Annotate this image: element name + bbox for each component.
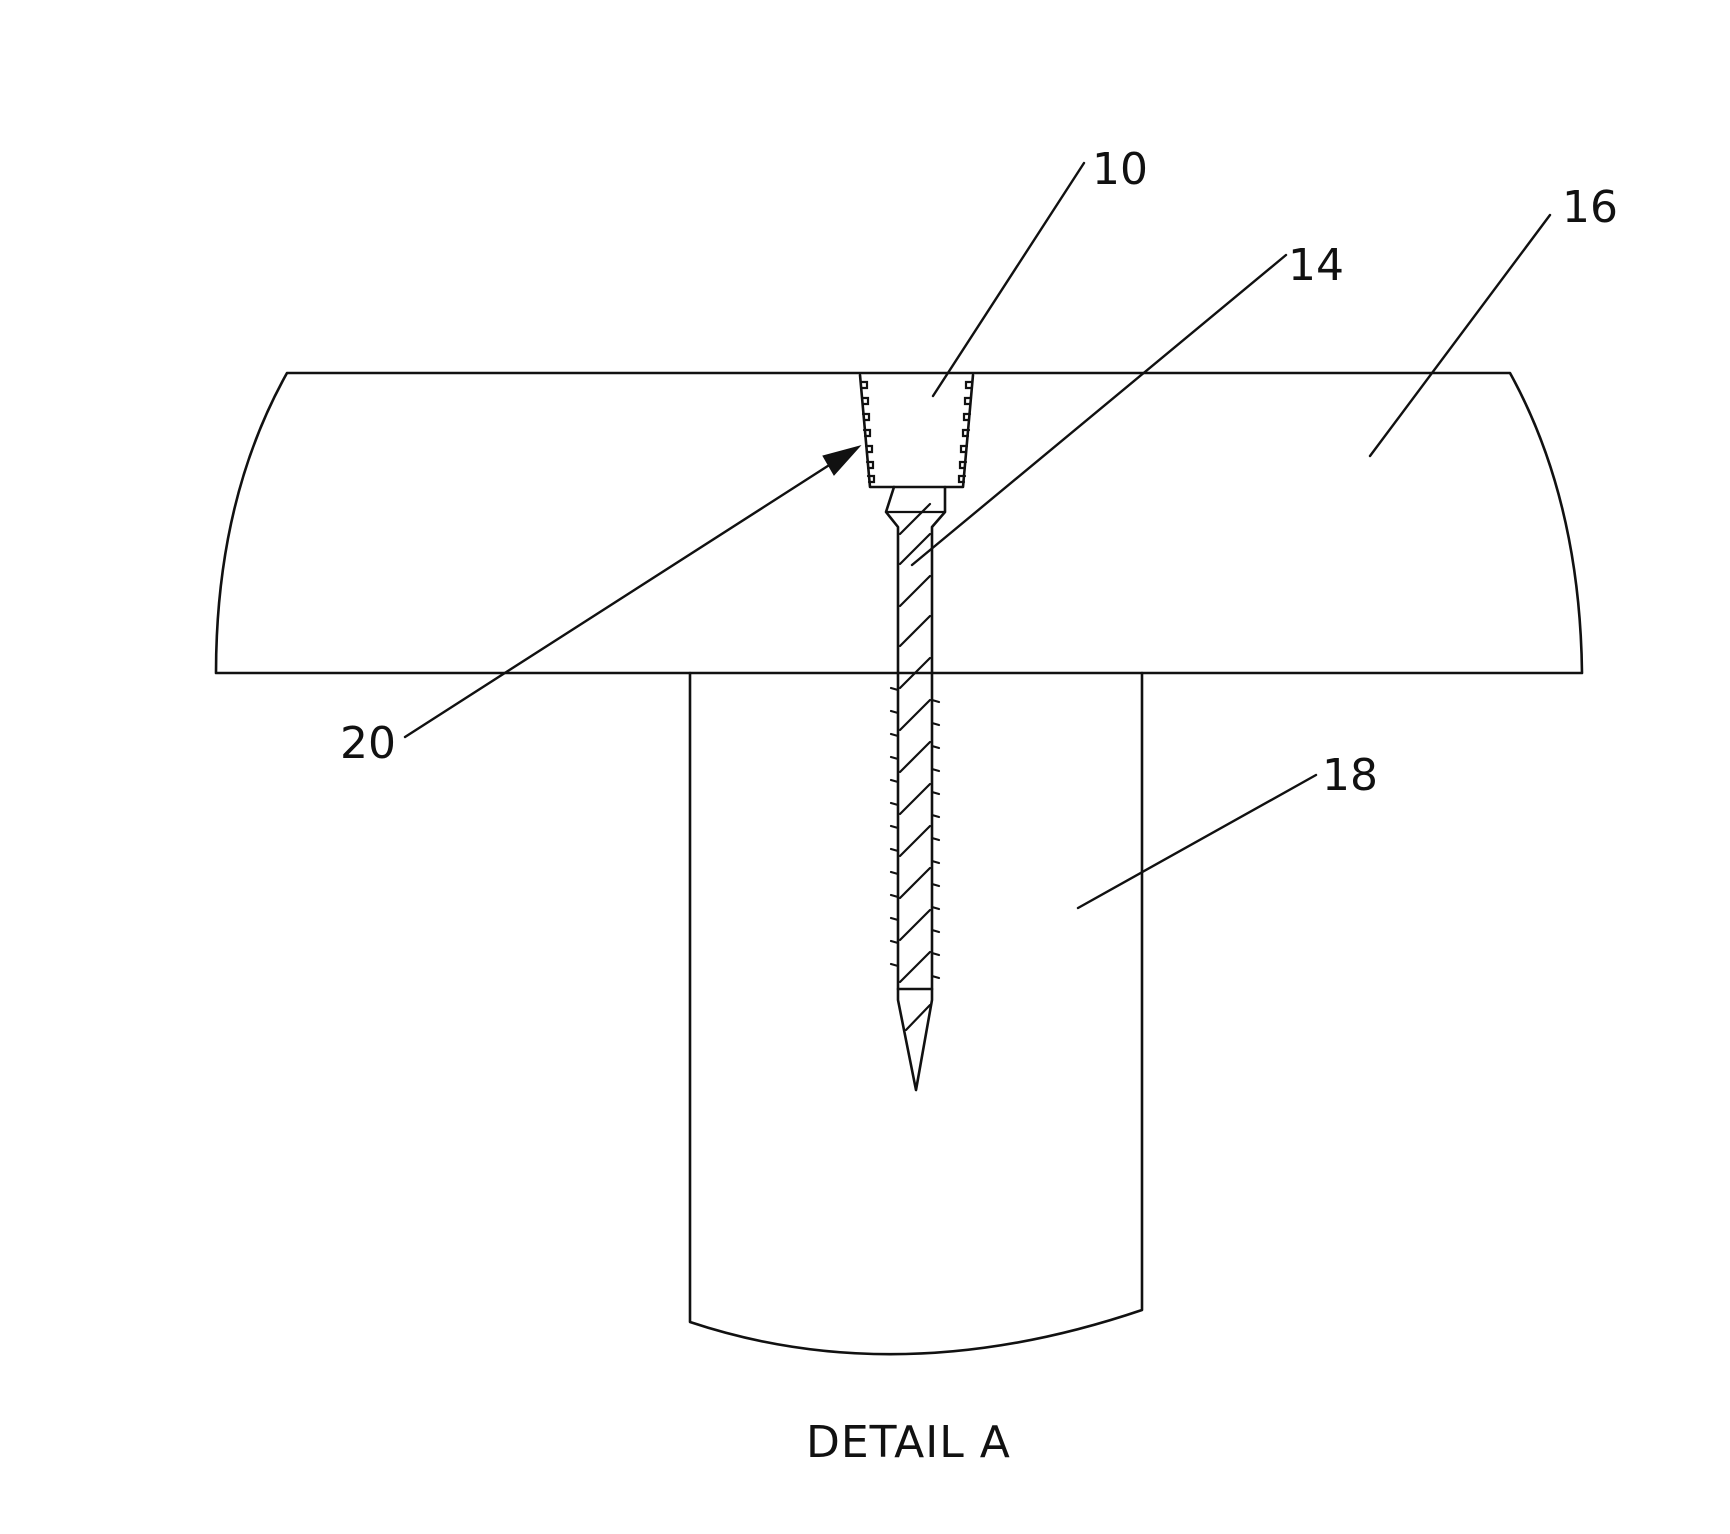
leader-line-18 <box>1078 775 1316 908</box>
ref-label-20: 20 <box>340 718 396 769</box>
screw <box>886 487 945 1090</box>
leader-arrow-20 <box>405 446 860 737</box>
leader-line-10 <box>933 163 1084 396</box>
anchor-insert <box>860 375 973 487</box>
ref-label-10: 10 <box>1092 144 1148 195</box>
ref-label-18: 18 <box>1322 750 1378 801</box>
figure-caption: DETAIL A <box>806 1417 1011 1468</box>
screw-hatching <box>900 504 930 1030</box>
ref-label-14: 14 <box>1288 240 1344 291</box>
ref-label-16: 16 <box>1562 182 1618 233</box>
post-outline <box>690 673 1142 1354</box>
leader-line-14 <box>912 255 1286 565</box>
leader-line-16 <box>1370 215 1550 456</box>
